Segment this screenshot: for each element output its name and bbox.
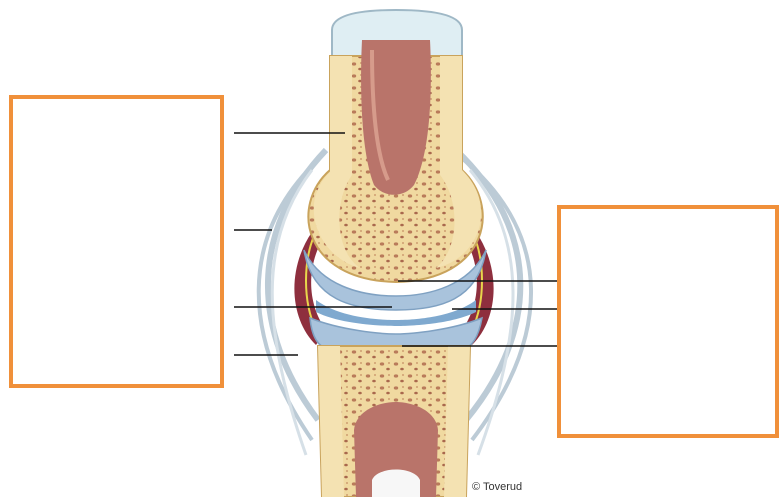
distal-bone <box>310 318 482 497</box>
proximal-bone <box>304 10 486 310</box>
image-credit: © Toverud <box>472 481 522 493</box>
label-box-left[interactable] <box>9 95 224 388</box>
label-box-right[interactable] <box>557 205 779 438</box>
